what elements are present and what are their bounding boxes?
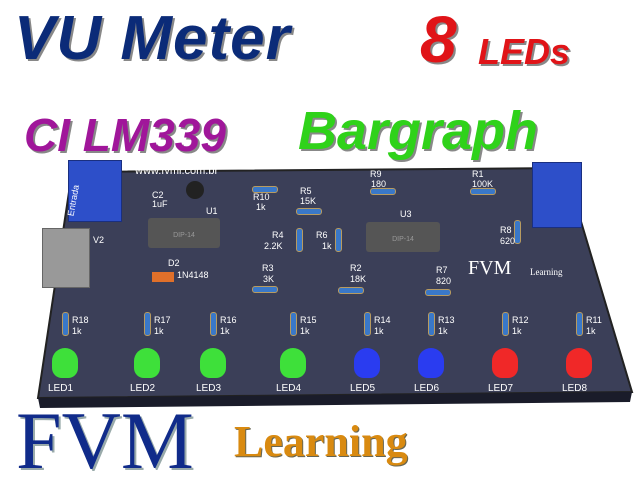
led-resistor [290,312,297,336]
led-2 [134,348,160,378]
led-label: LED1 [48,383,74,394]
input-terminal-block [68,160,122,222]
resistor-r10 [252,186,278,193]
led-5 [354,348,380,378]
resistor-ref: R2 [350,263,362,273]
led-label: LED8 [562,383,588,394]
resistor-ref: R10 [253,192,270,202]
resistor-value: 1k [72,326,82,336]
logo-fvm: FVM [16,395,194,486]
d2-value: 1N4148 [177,270,209,280]
resistor-r5 [296,208,322,215]
led-resistor [144,312,151,336]
led-resistor [576,312,583,336]
resistor-value: 15K [300,196,317,206]
output-terminal-block [532,162,582,228]
u1-label: U1 [206,206,218,216]
led-7 [492,348,518,378]
resistor-value: 1k [586,326,596,336]
c2-label: C2 [152,190,164,200]
potentiometer [42,228,90,288]
led-6 [418,348,444,378]
resistor-ref: R12 [512,315,529,325]
resistor-value: 820 [436,276,452,286]
diode-d2 [152,272,174,282]
resistor-value: 1k [374,326,384,336]
resistor-value: 1k [154,326,164,336]
resistor-ref: R8 [500,225,512,235]
led-resistor [62,312,69,336]
resistor-value: 2.2K [264,241,283,251]
resistor-r6 [335,228,342,252]
resistor-ref: R6 [316,230,328,240]
u3-label: U3 [400,209,412,219]
led-label: LED5 [350,383,376,394]
title-vu-meter: VU Meter [14,4,291,73]
resistor-ref: R4 [272,230,284,240]
led-label: LED4 [276,383,302,394]
resistor-ref: R17 [154,315,171,325]
resistor-ref: R1 [472,169,484,179]
resistor-ref: R5 [300,186,312,196]
resistor-value: 3K [263,274,275,284]
board-brand-sub: Learning [530,267,563,277]
led-8 [566,348,592,378]
board-brand: FVM [468,257,512,279]
led-4 [280,348,306,378]
led-1 [52,348,78,378]
ic-u1: DIP-14 [148,218,220,248]
resistor-value: 1k [512,326,522,336]
led-3 [200,348,226,378]
resistor-ref: R13 [438,315,455,325]
resistor-value: 1k [300,326,310,336]
website-label: www.fvml.com.br [135,165,219,177]
logo-learning: Learning [234,417,408,466]
led-resistor [210,312,217,336]
c2-value: 1uF [152,199,168,209]
resistor-ref: R14 [374,315,391,325]
resistor-value: 18K [350,274,367,284]
resistor-ref: R9 [370,169,382,179]
resistor-value: 100K [472,179,494,189]
resistor-r2 [338,287,364,294]
v2-label: V2 [93,235,105,245]
title-bargraph: Bargraph [298,101,539,161]
resistor-r7 [425,289,451,296]
capacitor-c2 [186,181,204,199]
resistor-value: 1k [256,202,266,212]
led-label: LED6 [414,383,440,394]
resistor-value: 1k [322,241,332,251]
resistor-ref: R16 [220,315,237,325]
resistor-value: 180 [371,179,387,189]
resistor-ref: R18 [72,315,89,325]
led-label: LED2 [130,383,156,394]
title-ic: CI LM339 [24,109,226,161]
led-label: LED3 [196,383,222,394]
resistor-value: 620 [500,236,516,246]
d2-label: D2 [168,258,180,268]
led-resistor [364,312,371,336]
resistor-r3 [252,286,278,293]
led-label: LED7 [488,383,514,394]
title-number: 8 [420,2,457,76]
resistor-r4 [296,228,303,252]
resistor-ref: R15 [300,315,317,325]
resistor-r8 [514,220,521,244]
led-resistor [502,312,509,336]
ic-u3: DIP-14 [366,222,440,252]
led-resistor [428,312,435,336]
resistor-value: 1k [220,326,230,336]
resistor-ref: R11 [586,315,602,325]
resistor-value: 1k [438,326,448,336]
resistor-ref: R7 [436,265,448,275]
resistor-ref: R3 [262,263,274,273]
resistor-r9 [370,188,396,195]
resistor-r1 [470,188,496,195]
title-leds: LEDs [478,31,571,72]
